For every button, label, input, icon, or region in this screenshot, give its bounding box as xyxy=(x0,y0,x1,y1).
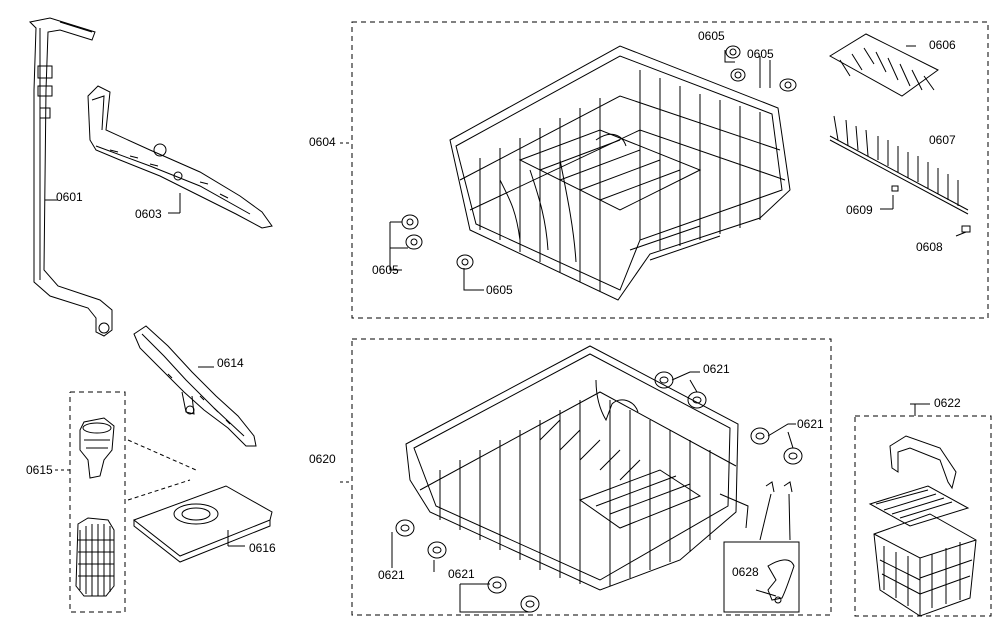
label-0622: 0622 xyxy=(934,396,961,410)
label-0605-bottom: 0605 xyxy=(486,283,513,297)
upper-rack-drawing xyxy=(449,45,791,301)
lower-spray-arm-drawing xyxy=(133,325,257,447)
label-0621-bottom: 0621 xyxy=(448,567,475,581)
supply-tube-drawing xyxy=(28,17,113,337)
label-0614: 0614 xyxy=(217,356,244,370)
label-0606: 0606 xyxy=(929,38,956,52)
label-0603: 0603 xyxy=(135,207,162,221)
upper-spray-arm-drawing xyxy=(87,85,273,229)
label-0628: 0628 xyxy=(732,565,759,579)
part-0628-drawing xyxy=(765,481,795,604)
filter-group-box xyxy=(69,391,126,613)
label-0605-left: 0605 xyxy=(372,263,399,277)
upper-rack-group-box xyxy=(351,21,989,319)
filter-assembly-drawing xyxy=(75,417,115,597)
label-0620: 0620 xyxy=(309,452,336,466)
label-0605-top-left: 0605 xyxy=(698,29,725,43)
label-0607: 0607 xyxy=(929,133,956,147)
label-0604: 0604 xyxy=(309,135,336,149)
label-0601: 0601 xyxy=(56,190,83,204)
part-0628-box xyxy=(723,541,800,613)
label-0621-top: 0621 xyxy=(703,362,730,376)
label-0621-right: 0621 xyxy=(797,417,824,431)
label-0615: 0615 xyxy=(26,463,53,477)
rack-roller-parts-drawing xyxy=(401,45,797,270)
silverware-basket-drawing xyxy=(868,435,977,617)
label-0605-top-right: 0605 xyxy=(747,47,774,61)
label-0609: 0609 xyxy=(846,203,873,217)
lower-rack-drawing xyxy=(405,345,749,591)
filter-plate-drawing xyxy=(127,439,273,563)
silverware-basket-group-box xyxy=(854,415,992,617)
tine-row-parts-drawing xyxy=(829,33,971,233)
label-0621-left: 0621 xyxy=(378,568,405,582)
label-0608: 0608 xyxy=(916,240,943,254)
lower-rack-group-box xyxy=(351,338,832,616)
label-0616: 0616 xyxy=(249,541,276,555)
